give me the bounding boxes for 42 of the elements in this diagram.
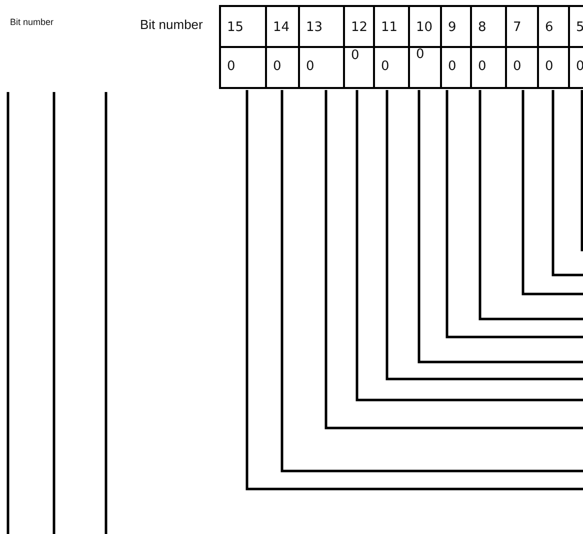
bit-value: 0 [381,59,390,75]
register-bit-column [537,5,570,89]
bit-number: 10 [416,20,433,36]
bit-value: 0 [227,59,236,75]
register-bit-column [265,5,300,89]
bit-value: 0 [306,59,314,75]
bit-value: 0 [273,59,282,75]
bit-number: 12 [351,20,368,36]
connector-line [418,90,583,364]
bit-number: 8 [478,20,486,36]
connector-line [386,90,583,380]
connector-line [522,90,583,296]
bit-number: 11 [381,20,398,36]
register-bit-column [219,5,267,89]
connector-line [324,90,583,430]
register-bit-column [505,5,539,89]
register-bit-column [298,5,345,89]
register-bit-column [343,5,375,89]
bit-number: 13 [306,20,323,36]
bit-value: 0 [545,59,554,75]
bit-number: 5 [576,20,583,36]
bit-value: 0 [351,48,360,64]
bit-value: 0 [448,59,456,75]
connector-line [552,90,583,276]
connector-line [356,90,583,402]
connector-line [446,90,583,338]
register-bit-column [440,5,472,89]
bit-value: 0 [513,59,522,75]
bit-number: 15 [227,20,244,36]
bit-value: 0 [478,59,486,75]
register-bit-column [373,5,410,89]
connector-line [478,90,583,320]
bit-number: 14 [273,20,290,36]
row-label: Bit number [10,17,54,27]
register-bit-column [470,5,507,89]
bit-number: 6 [545,20,554,36]
bit-value: 0 [416,47,424,63]
row-label: Bit number [140,17,203,32]
bit-number: 9 [448,20,456,36]
register-bit-column [408,5,442,89]
connector-line [580,90,583,252]
bit-number: 7 [513,20,522,36]
